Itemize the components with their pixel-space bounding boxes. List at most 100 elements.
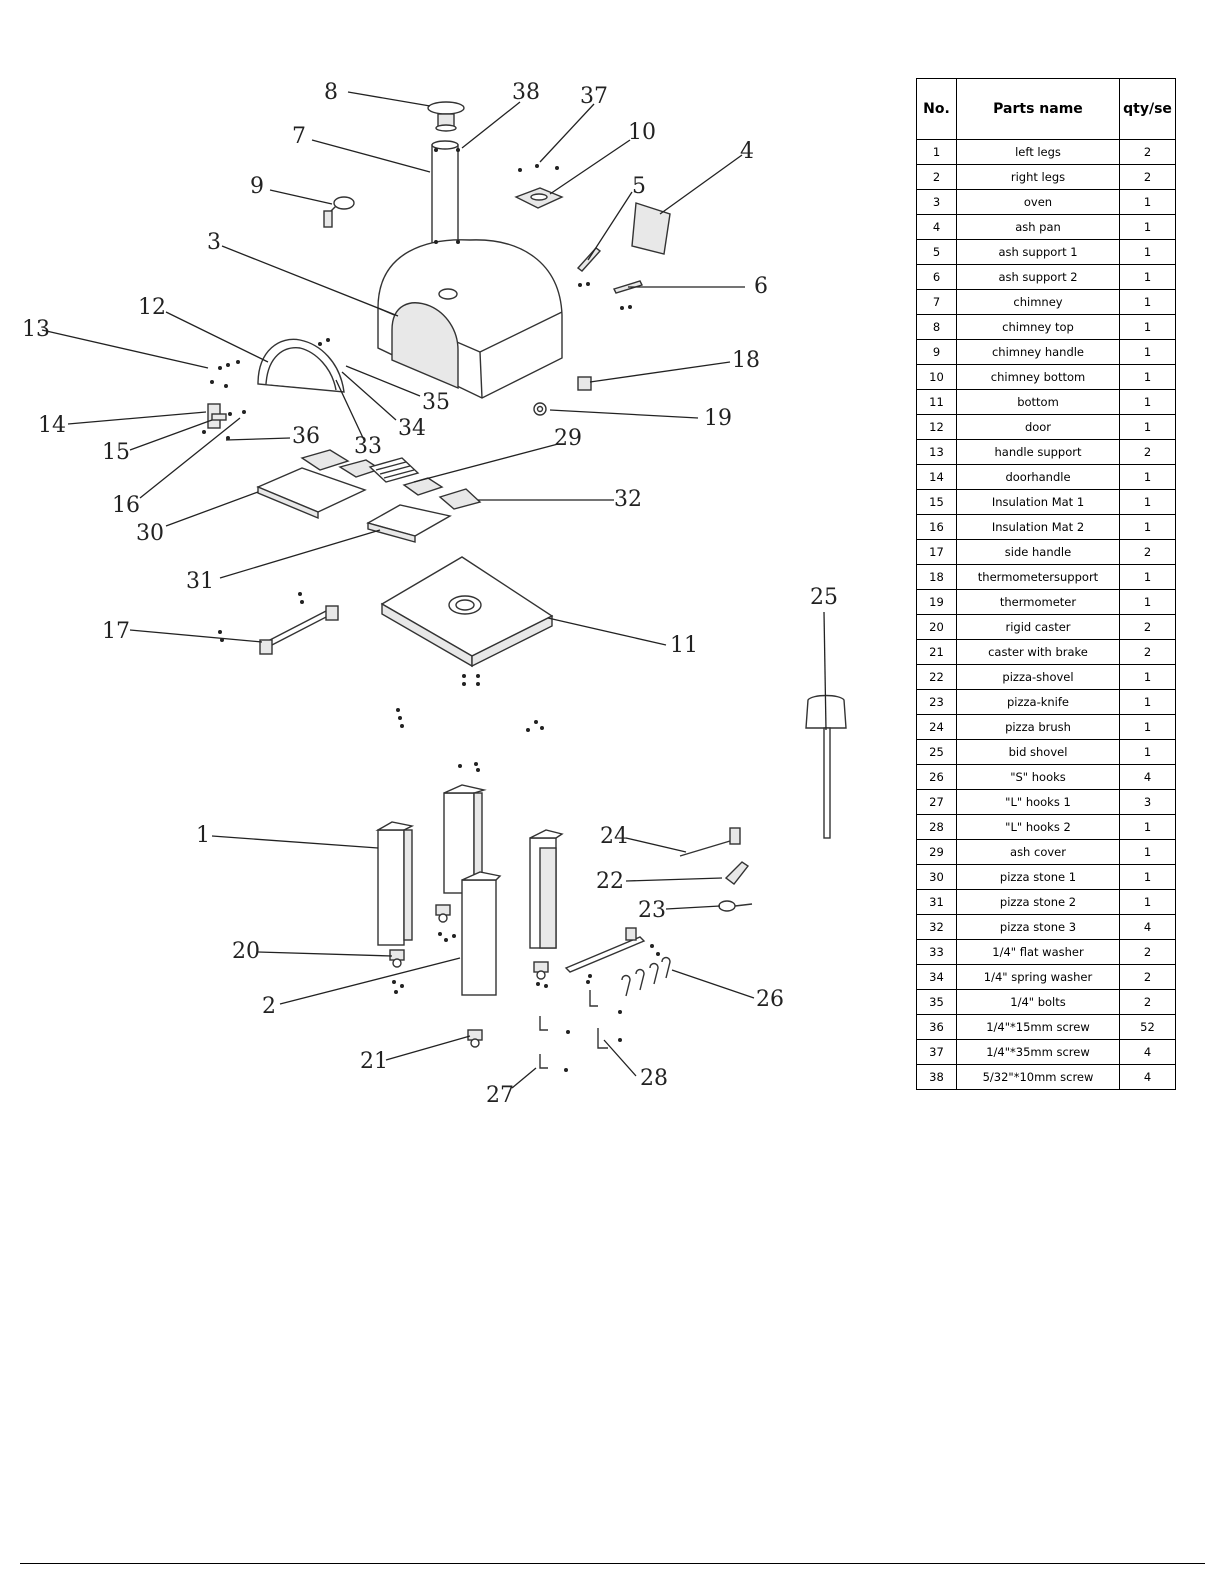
cell-part-no: 5 — [916, 239, 957, 265]
hardware-screws — [202, 148, 660, 1072]
exploded-assembly-diagram: 8 38 37 7 10 4 9 5 3 6 12 13 18 35 34 19… — [22, 80, 847, 1108]
cell-part-name: ash cover — [956, 839, 1120, 865]
cell-part-name: 5/32"*10mm screw — [956, 1064, 1120, 1090]
cell-part-name: door — [956, 414, 1120, 440]
cell-qty: 1 — [1119, 589, 1176, 615]
cell-qty: 2 — [1119, 989, 1176, 1015]
cell-part-name: rigid caster — [956, 614, 1120, 640]
part-thermometer-support — [577, 376, 592, 391]
cell-part-name: 1/4"*15mm screw — [956, 1014, 1120, 1040]
callout-label: 17 — [102, 619, 130, 644]
part-insulation-mat — [211, 413, 227, 421]
cell-part-name: thermometersupport — [956, 564, 1120, 590]
cell-part-no: 3 — [916, 189, 957, 215]
cell-qty: 1 — [1119, 389, 1176, 415]
part-pizza-stones — [256, 449, 482, 543]
cell-part-name: pizza stone 2 — [956, 889, 1120, 915]
cell-part-name: bottom — [956, 389, 1120, 415]
cell-part-name: ash support 1 — [956, 239, 1120, 265]
part-side-handle — [259, 605, 339, 655]
cell-part-no: 37 — [916, 1039, 957, 1065]
cell-qty: 1 — [1119, 314, 1176, 340]
callout-label: 13 — [22, 317, 50, 342]
cell-part-no: 30 — [916, 864, 957, 890]
cell-part-name: pizza stone 1 — [956, 864, 1120, 890]
cell-part-no: 2 — [916, 164, 957, 190]
cell-part-name: oven — [956, 189, 1120, 215]
table-header-row: No. Parts name qty/se — [916, 78, 1176, 140]
callout-label: 29 — [554, 426, 582, 451]
cell-part-name: right legs — [956, 164, 1120, 190]
cell-qty: 1 — [1119, 364, 1176, 390]
cell-qty: 1 — [1119, 564, 1176, 590]
cell-part-name: 1/4"*35mm screw — [956, 1039, 1120, 1065]
cell-part-no: 8 — [916, 314, 957, 340]
leader-lines — [41, 91, 827, 1089]
callout-label: 15 — [102, 440, 130, 465]
callout-label: 1 — [196, 823, 210, 848]
cell-qty: 1 — [1119, 464, 1176, 490]
callout-label: 5 — [632, 174, 646, 199]
cell-part-no: 32 — [916, 914, 957, 940]
cell-part-name: chimney bottom — [956, 364, 1120, 390]
callout-label: 20 — [232, 939, 260, 964]
cell-part-name: "L" hooks 2 — [956, 814, 1120, 840]
callout-label: 33 — [354, 434, 382, 459]
callout-label: 30 — [136, 521, 164, 546]
cell-part-no: 38 — [916, 1064, 957, 1090]
cell-part-no: 28 — [916, 814, 957, 840]
callout-label: 12 — [138, 295, 166, 320]
cell-part-no: 9 — [916, 339, 957, 365]
callout-label: 25 — [810, 585, 838, 610]
cell-qty: 1 — [1119, 414, 1176, 440]
cell-part-name: left legs — [956, 139, 1120, 165]
cell-qty: 1 — [1119, 489, 1176, 515]
part-pizza-tools — [679, 827, 753, 912]
part-chimney-top — [427, 101, 465, 132]
cell-qty: 1 — [1119, 889, 1176, 915]
cell-part-name: "S" hooks — [956, 764, 1120, 790]
cell-qty: 1 — [1119, 664, 1176, 690]
cell-part-name: chimney handle — [956, 339, 1120, 365]
callout-label: 32 — [614, 487, 642, 512]
cell-part-no: 17 — [916, 539, 957, 565]
callout-label: 16 — [112, 493, 140, 518]
callout-label: 22 — [596, 869, 624, 894]
part-accessory-bar — [564, 927, 646, 973]
callout-label: 31 — [186, 569, 214, 594]
cell-part-no: 10 — [916, 364, 957, 390]
callout-numbers: 8 38 37 7 10 4 9 5 3 6 12 13 18 35 34 19… — [22, 80, 838, 1108]
callout-label: 24 — [600, 824, 628, 849]
callout-label: 11 — [670, 633, 698, 658]
cell-qty: 1 — [1119, 239, 1176, 265]
cell-part-name: ash pan — [956, 214, 1120, 240]
cell-qty: 3 — [1119, 789, 1176, 815]
callout-label: 3 — [207, 230, 221, 255]
cell-qty: 1 — [1119, 814, 1176, 840]
cell-part-name: caster with brake — [956, 639, 1120, 665]
callout-label: 10 — [628, 120, 656, 145]
cell-part-name: pizza stone 3 — [956, 914, 1120, 940]
cell-part-name: handle support — [956, 439, 1120, 465]
